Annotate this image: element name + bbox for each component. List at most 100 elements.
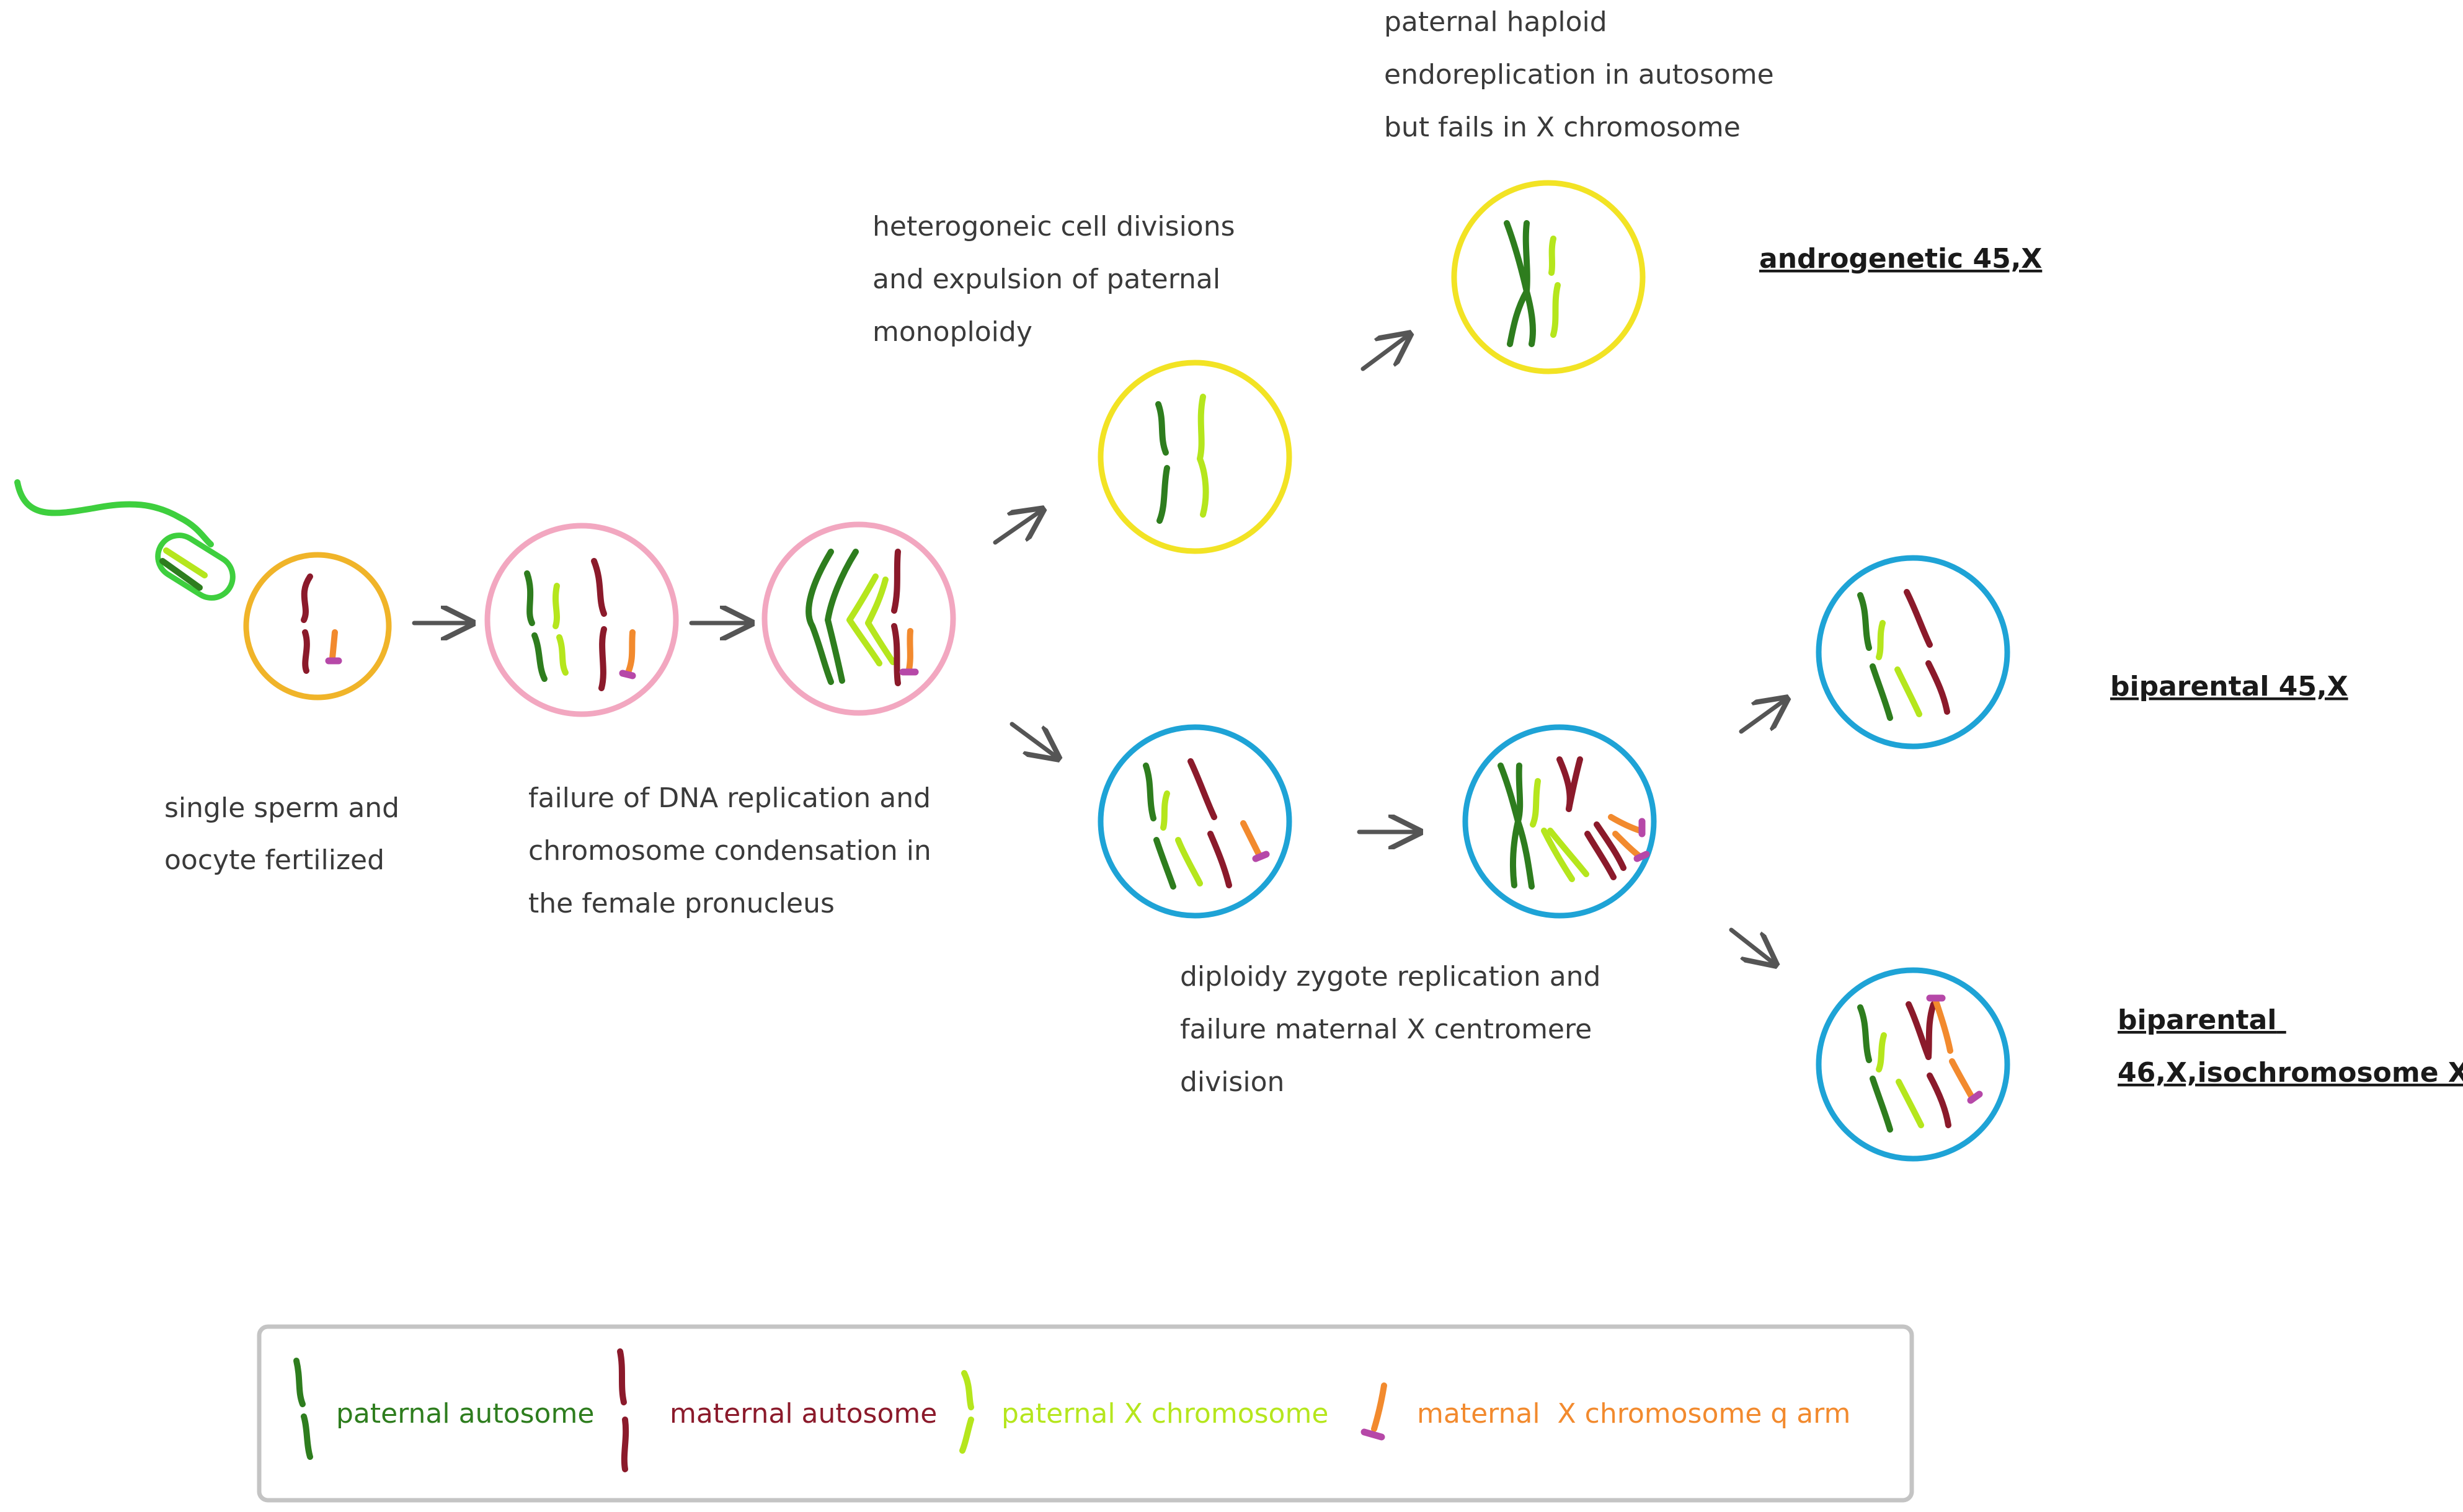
maternal-x-q-arm [626, 629, 636, 674]
maternal-x-q-arm [329, 629, 338, 661]
legend-label-paternal-autosome: paternal autosome [336, 1398, 594, 1430]
maternal-x-q-arm [906, 628, 913, 673]
pronucleus-outline [761, 521, 956, 716]
paternal-x [1197, 394, 1209, 518]
paternal-x [1894, 666, 1922, 717]
paternal-autosome [1515, 763, 1535, 890]
pronucleus-outline [484, 523, 679, 717]
paternal-autosome [1857, 1004, 1872, 1063]
sperm-tail [14, 479, 214, 547]
paternal-x [553, 583, 560, 629]
result-line: biparental [2118, 1004, 2276, 1036]
legend-item-maternal-autosome: maternal autosome [617, 1348, 937, 1472]
oocyte-outline [243, 552, 392, 701]
paternal-x [1160, 790, 1170, 831]
caption-line: the female pronucleus [528, 888, 835, 919]
paternal-haploid-cell [1098, 360, 1292, 554]
paternal-autosome [1156, 465, 1170, 524]
legend-item-paternal-x: paternal X chromosome [959, 1370, 1328, 1454]
maternal-x-q-arm [1608, 814, 1643, 834]
paternal-x [1876, 620, 1886, 660]
paternal-x [865, 577, 896, 665]
maternal-autosome [1566, 756, 1583, 812]
maternal-autosome [302, 629, 310, 674]
haploid-outline [1098, 360, 1292, 554]
caption-diploidy: diploidy zygote replication and failure … [1180, 961, 1609, 1098]
paternal-autosome [1870, 663, 1893, 721]
result-line: biparental 45,X [2110, 671, 2348, 702]
paternal-x [846, 573, 882, 666]
caption-line: and expulsion of paternal [872, 263, 1220, 295]
biparental-46x-cell [1816, 967, 2010, 1162]
maternal-autosome [1584, 831, 1617, 880]
sperm-head [155, 533, 236, 601]
maternal-autosome [1925, 1001, 1937, 1060]
paternal-autosome [1857, 592, 1872, 651]
replicated-diploid-cell [1462, 724, 1657, 919]
diploid-outline [1462, 724, 1657, 919]
caption-line: single sperm and [164, 792, 399, 824]
paternal-x [1548, 236, 1556, 276]
paternal-x [556, 634, 569, 676]
pronucleus-stage [484, 523, 679, 717]
paternal-autosome [805, 549, 834, 685]
legend-label-paternal-x: paternal X chromosome [1001, 1398, 1328, 1430]
caption-line: failure maternal X centromere [1180, 1014, 1592, 1045]
paternal-autosome [1870, 1076, 1893, 1133]
caption-line: monoploidy [872, 316, 1032, 348]
paternal-autosome [531, 632, 548, 682]
maternal-autosome [1594, 821, 1626, 871]
caption-endoreplication: paternal haploid endoreplication in auto… [1384, 6, 1783, 143]
paternal-x [1547, 828, 1589, 877]
biparental-45x-cell [1816, 555, 2010, 749]
caption-heterogoneic: heterogoneic cell divisions and expulsio… [872, 211, 1244, 348]
legend-swatch-paternal-autosome [293, 1358, 306, 1407]
paternal-autosome [1522, 220, 1536, 347]
sperm-chromosome-paternal-autosome [159, 558, 203, 591]
caption-line: endoreplication in autosome [1384, 59, 1774, 91]
paternal-autosome [1153, 837, 1176, 890]
arrow-to-diploid [1010, 722, 1057, 758]
legend-item-maternal-xq: maternal X chromosome q arm [1360, 1382, 1850, 1441]
caption-line: heterogoneic cell divisions [872, 211, 1235, 242]
paternal-autosome [524, 570, 535, 626]
maternal-autosome [301, 573, 313, 623]
maternal-x-q-arm [1240, 820, 1262, 857]
centromere [619, 670, 636, 679]
maternal-autosome [598, 626, 607, 691]
maternal-autosome [1906, 1001, 1932, 1060]
legend-swatch-maternal-autosome [617, 1348, 627, 1405]
result-biparental-45x: biparental 45,X [2110, 671, 2348, 702]
arrow-to-biparental-45x [1739, 699, 1786, 734]
diploid-outline [1816, 967, 2010, 1162]
centromere [1967, 1090, 1983, 1104]
arrow-to-biparental-46x [1729, 927, 1775, 964]
centromere [1633, 851, 1650, 862]
maternal-x-q-arm [1933, 998, 1953, 1054]
paternal-x [1896, 1079, 1924, 1128]
legend-label-maternal-autosome: maternal autosome [670, 1398, 937, 1430]
arrow-to-haploid [993, 510, 1042, 545]
result-androgenetic-45x: androgenetic 45,X [1759, 243, 2042, 275]
maternal-x-q-arm [1949, 1058, 1975, 1100]
result-biparental-46x: biparental 46,X,isochromosome Xq [2118, 1004, 2463, 1089]
maternal-autosome [1927, 1072, 1951, 1128]
paternal-x [1541, 828, 1575, 882]
androgenetic-cell [1451, 180, 1646, 374]
maternal-autosome [1187, 758, 1217, 820]
fertilized-oocyte [243, 552, 392, 701]
caption-fertilization: single sperm and oocyte fertilized [164, 792, 408, 876]
paternal-x [1550, 282, 1561, 338]
maternal-autosome [891, 623, 901, 686]
legend-swatch-paternal-x [961, 1370, 974, 1410]
haploid-outline [1451, 180, 1646, 374]
caption-line: paternal haploid [1384, 6, 1607, 38]
result-line: 46,X,isochromosome Xq [2118, 1057, 2463, 1089]
paternal-x [1175, 837, 1203, 886]
legend-swatch-maternal-xq [1371, 1382, 1387, 1432]
result-line: androgenetic 45,X [1759, 243, 2042, 275]
paternal-x [1876, 1032, 1887, 1072]
paternal-autosome [1498, 763, 1521, 888]
paternal-autosome [825, 549, 859, 684]
